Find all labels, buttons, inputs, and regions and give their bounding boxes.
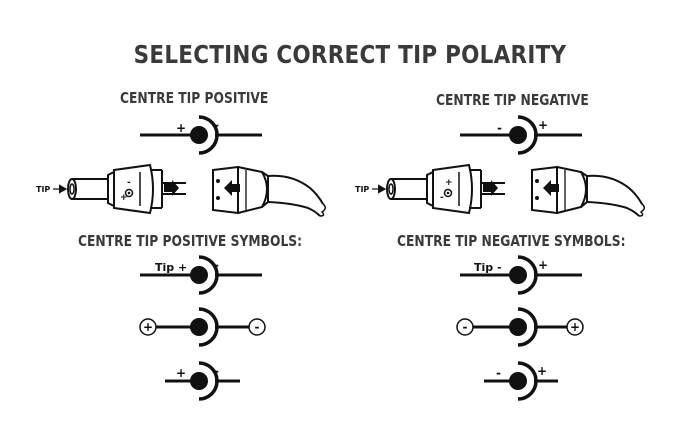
positive-sym3-minus: -	[214, 364, 219, 378]
negative-sym1-tip: Tip -	[474, 261, 502, 274]
negative-symbol-circled: - +	[456, 307, 584, 347]
negative-sym2-minus: -	[463, 320, 468, 334]
positive-heading: CENTRE TIP POSITIVE	[120, 89, 269, 107]
positive-plug-minus: -	[127, 178, 131, 188]
positive-main-plus: +	[176, 121, 186, 135]
positive-symbol-short: + -	[165, 361, 240, 401]
negative-plug-plus: +	[445, 178, 453, 188]
negative-heading: CENTRE TIP NEGATIVE	[436, 91, 589, 109]
positive-sym1-tip: Tip +	[155, 261, 187, 274]
negative-sym3-plus: +	[537, 364, 547, 378]
negative-sym3-minus: -	[496, 366, 501, 380]
negative-sym2-plus: +	[570, 320, 580, 334]
negative-sym1-plus: +	[538, 258, 548, 272]
negative-symbol-tip-label: Tip - +	[460, 255, 582, 295]
positive-tip-label: TIP	[36, 185, 50, 194]
negative-tip-plug: TIP + -	[355, 163, 505, 215]
positive-main-symbol: + -	[140, 115, 262, 155]
negative-socket-cable	[531, 165, 645, 217]
page-title: SELECTING CORRECT TIP POLARITY	[133, 40, 567, 69]
positive-tip-plug: TIP - +	[36, 163, 186, 215]
positive-sym2-plus: +	[143, 320, 153, 334]
negative-main-minus: -	[497, 121, 502, 135]
positive-symbol-circled: + -	[139, 307, 266, 347]
positive-main-minus: -	[214, 118, 219, 132]
positive-socket-cable	[212, 165, 326, 217]
negative-tip-label: TIP	[355, 185, 369, 194]
negative-main-symbol: - +	[460, 115, 582, 155]
negative-plug-minus: -	[440, 193, 444, 203]
negative-symbol-short: - +	[484, 361, 558, 401]
positive-sym1-minus: -	[214, 258, 219, 272]
positive-sym2-minus: -	[255, 320, 260, 334]
positive-symbols-heading: CENTRE TIP POSITIVE SYMBOLS:	[78, 232, 303, 250]
negative-symbols-heading: CENTRE TIP NEGATIVE SYMBOLS:	[397, 232, 626, 250]
positive-symbol-tip-label: Tip + -	[140, 255, 262, 295]
positive-sym3-plus: +	[176, 366, 186, 380]
negative-main-plus: +	[538, 118, 548, 132]
positive-plug-plus: +	[120, 193, 128, 203]
